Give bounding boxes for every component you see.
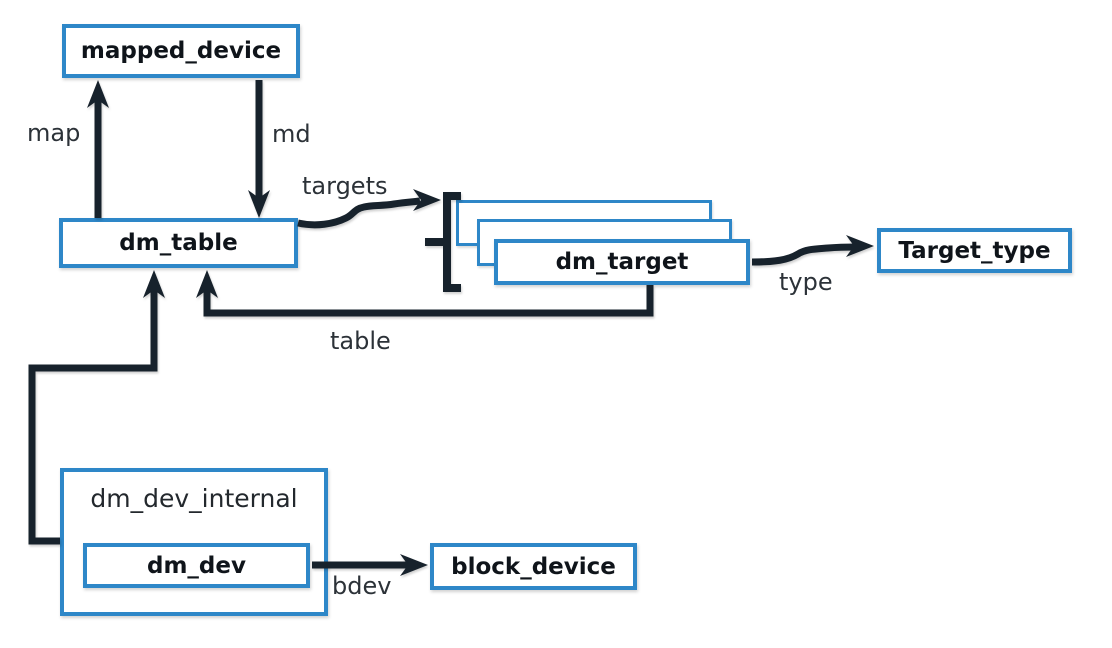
bracket-list-icon	[425, 192, 461, 292]
node-dm-dev: dm_dev	[83, 543, 310, 588]
arrow-targets	[297, 189, 441, 229]
node-block-device: block_device	[430, 543, 637, 590]
arrow-bdev	[312, 554, 428, 576]
arrow-dm-dev-internal-to-dm-table	[28, 270, 165, 545]
node-target-type: Target_type	[877, 228, 1072, 273]
node-dm-dev-internal: dm_dev_internal	[60, 468, 328, 616]
edge-label-map: map	[27, 119, 81, 147]
arrow-type	[751, 235, 874, 266]
arrow-md	[248, 80, 270, 218]
edge-label-md: md	[272, 120, 311, 148]
node-mapped-device: mapped_device	[62, 24, 300, 78]
edge-label-table: table	[330, 327, 391, 355]
edge-label-targets: targets	[302, 172, 388, 200]
edge-label-type: type	[779, 268, 833, 296]
node-dm-target: dm_target	[494, 239, 750, 285]
edge-label-bdev: bdev	[332, 572, 392, 600]
node-dm-table: dm_table	[59, 218, 298, 268]
arrow-map	[87, 80, 109, 218]
arrow-table	[196, 270, 654, 317]
